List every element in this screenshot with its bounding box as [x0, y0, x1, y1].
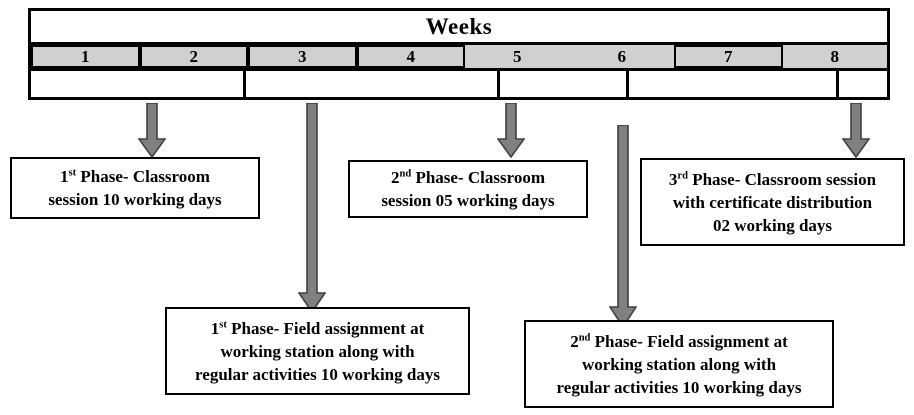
week-cell-7: 7: [674, 45, 783, 68]
phase-2-field-line-2: working station along with: [581, 354, 777, 374]
phase-1-field-line-2: working station along with: [220, 341, 415, 361]
week-label-1: 1: [81, 47, 90, 66]
phase-3-classroom-line-1: 3rd Phase- Classroom session: [668, 169, 877, 189]
week-label-3: 3: [298, 47, 307, 66]
week-cell-2: 2: [139, 45, 248, 68]
week-cell-4: 4: [356, 45, 465, 68]
phase-1-field-line-1: 1st Phase- Field assignment at: [210, 318, 425, 338]
week-label-4: 4: [406, 47, 416, 66]
phase-1-classroom-line-2: session 10 working days: [48, 190, 222, 209]
week-label-8: 8: [830, 47, 840, 66]
phase-divider-1: [243, 71, 246, 97]
week-label-2: 2: [189, 47, 199, 66]
week-cell-6: 6: [569, 45, 674, 68]
arrow-to-phase-2-classroom: [497, 103, 525, 158]
week-label-6: 6: [617, 47, 627, 66]
phase-divider-2: [497, 71, 500, 97]
week-label-5: 5: [513, 47, 522, 66]
phase-3-classroom-box: 3rd Phase- Classroom session with certif…: [640, 158, 905, 246]
timeline-title: Weeks: [31, 11, 887, 45]
arrow-to-phase-2-field: [609, 125, 637, 328]
phase-1-classroom-line-1: 1st Phase- Classroom: [60, 167, 210, 186]
week-cell-1: 1: [31, 45, 140, 68]
phase-1-field-line-3: regular activities 10 working days: [195, 364, 440, 384]
phase-1-classroom-box: 1st Phase- Classroom session 10 working …: [10, 157, 260, 219]
arrow-to-phase-3-classroom: [842, 103, 870, 158]
phase-segment-row: [31, 71, 887, 97]
phase-3-classroom-line-3: 02 working days: [712, 215, 833, 235]
phase-3-classroom-line-2: with certificate distribution: [672, 192, 873, 212]
phase-2-classroom-box: 2nd Phase- Classroom session 05 working …: [348, 160, 588, 218]
phase-divider-4: [836, 71, 839, 97]
week-number-row: 1 2 3 4 5 6 7 8: [31, 45, 887, 71]
arrow-to-phase-1-field: [298, 103, 326, 313]
phase-2-field-line-3: regular activities 10 working days: [556, 377, 802, 397]
phase-2-field-box: 2nd Phase- Field assignment at working s…: [524, 320, 834, 408]
week-cell-8: 8: [782, 45, 887, 68]
arrow-to-phase-1-classroom: [138, 103, 166, 158]
week-cell-3: 3: [248, 45, 357, 68]
phase-1-field-box: 1st Phase- Field assignment at working s…: [165, 307, 470, 395]
phase-2-field-line-1: 2nd Phase- Field assignment at: [570, 331, 788, 351]
week-cell-5: 5: [465, 45, 570, 68]
phase-divider-3: [626, 71, 629, 97]
phase-2-classroom-line-1: 2nd Phase- Classroom: [390, 168, 545, 187]
week-label-7: 7: [724, 47, 733, 66]
weeks-timeline-table: Weeks 1 2 3 4 5 6 7 8: [28, 8, 890, 100]
phase-2-classroom-line-2: session 05 working days: [381, 191, 555, 210]
